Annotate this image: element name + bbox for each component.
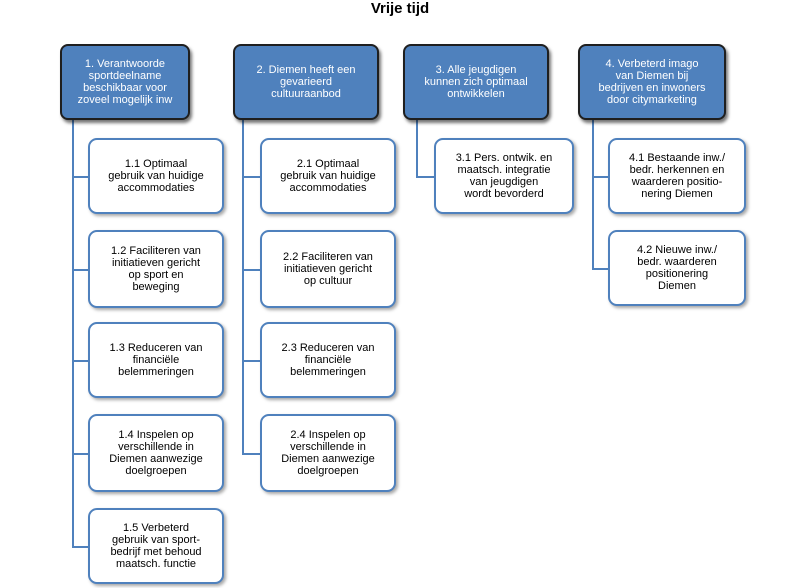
connector-branch-1-1	[72, 176, 88, 178]
connector-spine-2	[242, 120, 244, 454]
subgoal-box-2-4: 2.4 Inspelen op verschillende in Diemen …	[260, 414, 396, 492]
connector-branch-3-1	[416, 176, 434, 178]
connector-branch-4-2	[592, 268, 608, 270]
page-title: Vrije tijd	[370, 0, 430, 17]
goal-box-4: 4. Verbeterd imago van Diemen bij bedrij…	[578, 44, 726, 120]
subgoal-box-1-5: 1.5 Verbeterd gebruik van sport- bedrijf…	[88, 508, 224, 584]
goal-box-2: 2. Diemen heeft een gevarieerd cultuuraa…	[233, 44, 379, 120]
subgoal-box-1-4: 1.4 Inspelen op verschillende in Diemen …	[88, 414, 224, 492]
goal-box-3: 3. Alle jeugdigen kunnen zich optimaal o…	[403, 44, 549, 120]
connector-branch-2-4	[242, 453, 260, 455]
connector-branch-2-1	[242, 176, 260, 178]
connector-branch-4-1	[592, 176, 608, 178]
connector-branch-2-2	[242, 269, 260, 271]
subgoal-box-2-3: 2.3 Reduceren van financiële belemmering…	[260, 322, 396, 398]
connector-branch-1-2	[72, 269, 88, 271]
connector-branch-2-3	[242, 360, 260, 362]
subgoal-box-4-1: 4.1 Bestaande inw./ bedr. herkennen en w…	[608, 138, 746, 214]
subgoal-box-1-3: 1.3 Reduceren van financiële belemmering…	[88, 322, 224, 398]
subgoal-box-3-1: 3.1 Pers. ontwik. en maatsch. integratie…	[434, 138, 574, 214]
connector-branch-1-4	[72, 453, 88, 455]
connector-spine-4	[592, 120, 594, 269]
subgoal-box-2-1: 2.1 Optimaal gebruik van huidige accommo…	[260, 138, 396, 214]
connector-spine-1	[72, 120, 74, 547]
connector-spine-3	[416, 120, 418, 177]
connector-branch-1-3	[72, 360, 88, 362]
subgoal-box-1-1: 1.1 Optimaal gebruik van huidige accommo…	[88, 138, 224, 214]
subgoal-box-2-2: 2.2 Faciliteren van initiatieven gericht…	[260, 230, 396, 308]
goal-box-1: 1. Verantwoorde sportdeelname beschikbaa…	[60, 44, 190, 120]
connector-branch-1-5	[72, 546, 88, 548]
subgoal-box-1-2: 1.2 Faciliteren van initiatieven gericht…	[88, 230, 224, 308]
subgoal-box-4-2: 4.2 Nieuwe inw./ bedr. waarderen positio…	[608, 230, 746, 306]
